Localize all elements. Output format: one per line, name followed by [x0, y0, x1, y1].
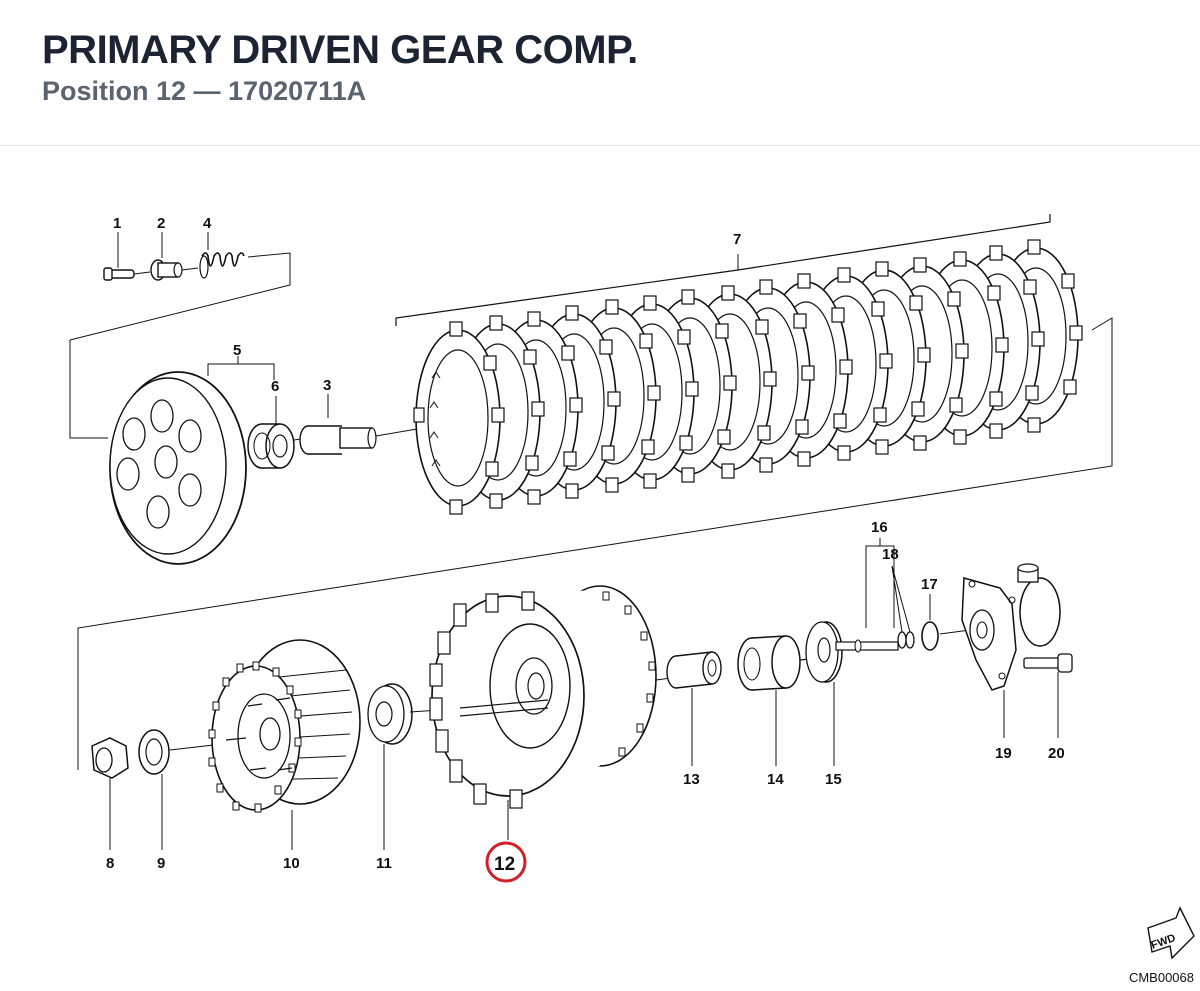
label-4: 4 [203, 215, 212, 232]
part-15-thrust-washer [805, 621, 843, 766]
label-14: 14 [767, 771, 784, 788]
label-7: 7 [733, 231, 741, 248]
part-20-bolt [1023, 653, 1073, 738]
label-3: 3 [323, 377, 331, 394]
label-2: 2 [157, 215, 165, 232]
part-7-clutch-plates [395, 214, 1083, 515]
label-10: 10 [283, 855, 300, 872]
part-19-slave-cylinder [961, 563, 1061, 738]
label-8: 8 [106, 855, 114, 872]
label-17: 17 [921, 576, 938, 593]
part-18-o-rings [891, 565, 915, 649]
part-2-spring-cup [150, 232, 199, 281]
highlight-ring [485, 841, 527, 883]
fwd-arrow-icon: FWD [1147, 906, 1195, 960]
part-5-pressure-plate [109, 356, 275, 565]
label-9: 9 [157, 855, 165, 872]
page-title: PRIMARY DRIVEN GEAR COMP. [42, 28, 638, 72]
label-16: 16 [871, 519, 888, 536]
page-header: PRIMARY DRIVEN GEAR COMP. Position 12 — … [0, 0, 1200, 146]
part-3-pushrod-cap [299, 394, 471, 455]
label-12: 12 [494, 854, 515, 875]
label-19: 19 [995, 745, 1012, 762]
part-1-screw [103, 232, 151, 281]
page-subtitle: Position 12 — 17020711A [42, 76, 367, 106]
part-11-spacer [367, 683, 441, 850]
label-5: 5 [233, 342, 241, 359]
part-8-nut [91, 737, 129, 850]
callout-labels: 1 2 4 7 5 6 3 16 18 17 8 9 10 11 12 13 1… [106, 215, 1065, 875]
label-15: 15 [825, 771, 842, 788]
part-12-clutch-housing [429, 585, 687, 840]
part-6-bearing [247, 396, 307, 469]
label-1: 1 [113, 215, 121, 232]
part-4-spring [199, 232, 245, 279]
drawing-code: CMB00068 [1128, 970, 1194, 985]
part-10-clutch-hub [208, 639, 361, 850]
label-6: 6 [271, 378, 279, 395]
label-11: 11 [376, 855, 392, 872]
part-16-pushrod [835, 538, 899, 653]
label-20: 20 [1048, 745, 1065, 762]
part-13-bush [666, 651, 722, 766]
label-13: 13 [683, 771, 700, 788]
label-18: 18 [882, 546, 899, 563]
part-9-washer [138, 729, 241, 850]
